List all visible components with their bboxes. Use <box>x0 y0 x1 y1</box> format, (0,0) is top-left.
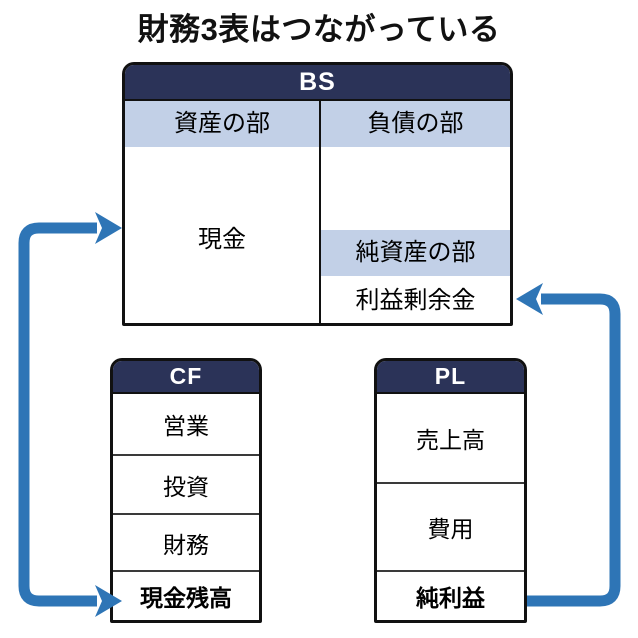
arrow-head-to-bs-cash <box>95 212 122 244</box>
arrow-head-to-bs-retained-earnings <box>516 283 543 315</box>
bs-header: BS <box>125 65 510 101</box>
arrow-pl-profit-to-bs-retained-earnings <box>516 283 621 607</box>
bs-retained-earnings-cell: 利益剰余金 <box>321 276 510 323</box>
bs-equity-band-label: 純資産の部 <box>321 230 510 276</box>
cf-box: CF 営業 投資 財務 現金残高 <box>110 358 262 623</box>
page-title: 財務3表はつながっている <box>137 12 501 47</box>
arrow-cf-cash-to-bs-cash-shaft <box>18 222 97 607</box>
bs-assets-column: 資産の部 現金 <box>125 101 321 323</box>
pl-row-net-income: 純利益 <box>377 569 524 620</box>
cf-row-investing: 投資 <box>113 454 259 513</box>
bs-cash-cell: 現金 <box>125 147 319 323</box>
cf-row-financing: 財務 <box>113 512 259 571</box>
pl-row-revenue: 売上高 <box>377 394 524 483</box>
bs-body: 資産の部 現金 負債の部 純資産の部 利益剰余金 <box>125 101 510 323</box>
bs-box: BS 資産の部 現金 負債の部 純資産の部 利益剰余金 <box>122 62 513 326</box>
cf-row-cash-balance: 現金残高 <box>113 570 259 620</box>
pl-rows: 売上高 費用 純利益 <box>377 394 524 620</box>
bs-liabilities-band-label: 負債の部 <box>321 101 510 147</box>
pl-box: PL 売上高 費用 純利益 <box>374 358 527 623</box>
bs-liabilities-equity-column: 負債の部 純資産の部 利益剰余金 <box>321 101 510 323</box>
bs-assets-band-label: 資産の部 <box>125 101 319 147</box>
cf-row-operating: 営業 <box>113 394 259 455</box>
arrow-cf-cash-to-bs-cash <box>18 212 122 617</box>
cf-rows: 営業 投資 財務 現金残高 <box>113 394 259 620</box>
arrow-pl-profit-shaft <box>527 293 621 607</box>
pl-row-expenses: 費用 <box>377 482 524 570</box>
bs-liabilities-blank-cell <box>321 147 510 230</box>
cf-header: CF <box>113 361 259 394</box>
pl-header: PL <box>377 361 524 394</box>
